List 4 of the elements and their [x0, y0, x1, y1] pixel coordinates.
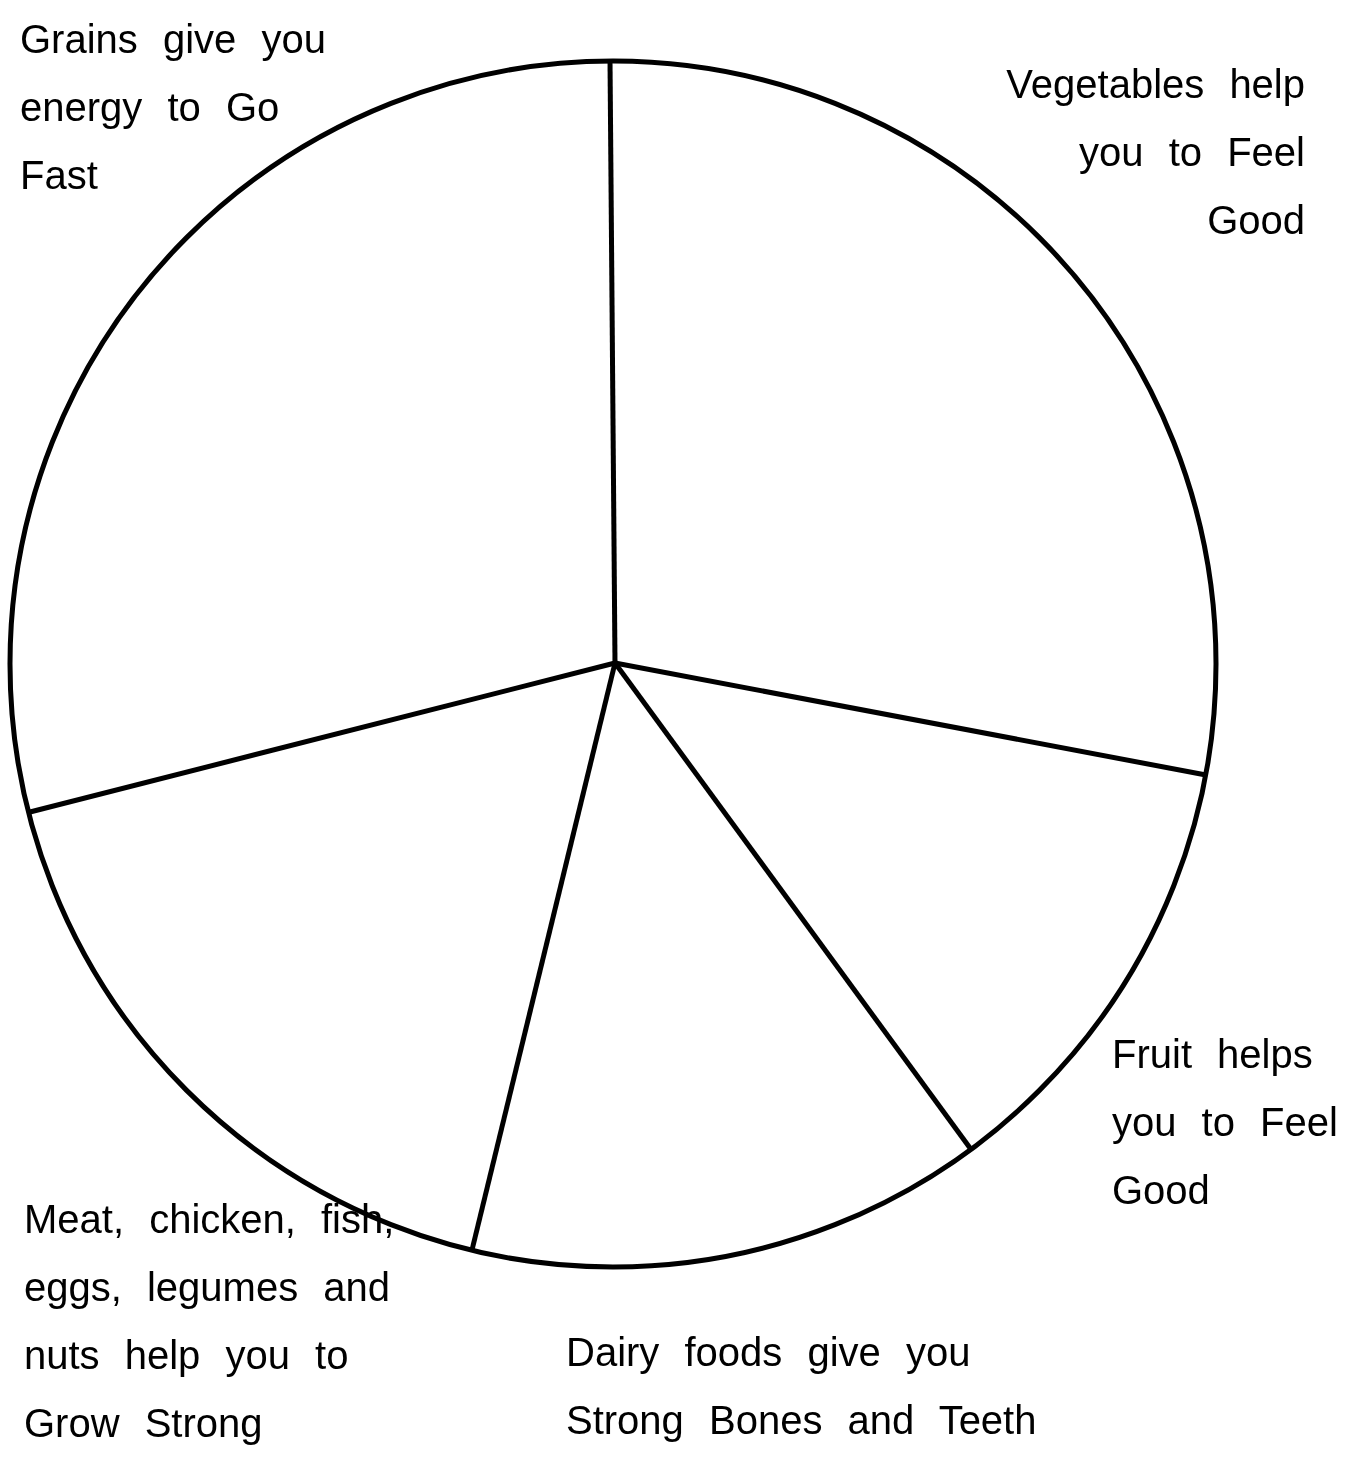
food-group-note: Fruit helps you to Feel Good [1112, 1031, 1339, 1214]
food-group-note: Dairy foods give you Strong Bones and Teeth [566, 1329, 1038, 1444]
food-group-note: Grains give you energy to Go Fast [20, 16, 327, 199]
food-group-note: Vegetables help you to Feel Good [1005, 61, 1305, 244]
